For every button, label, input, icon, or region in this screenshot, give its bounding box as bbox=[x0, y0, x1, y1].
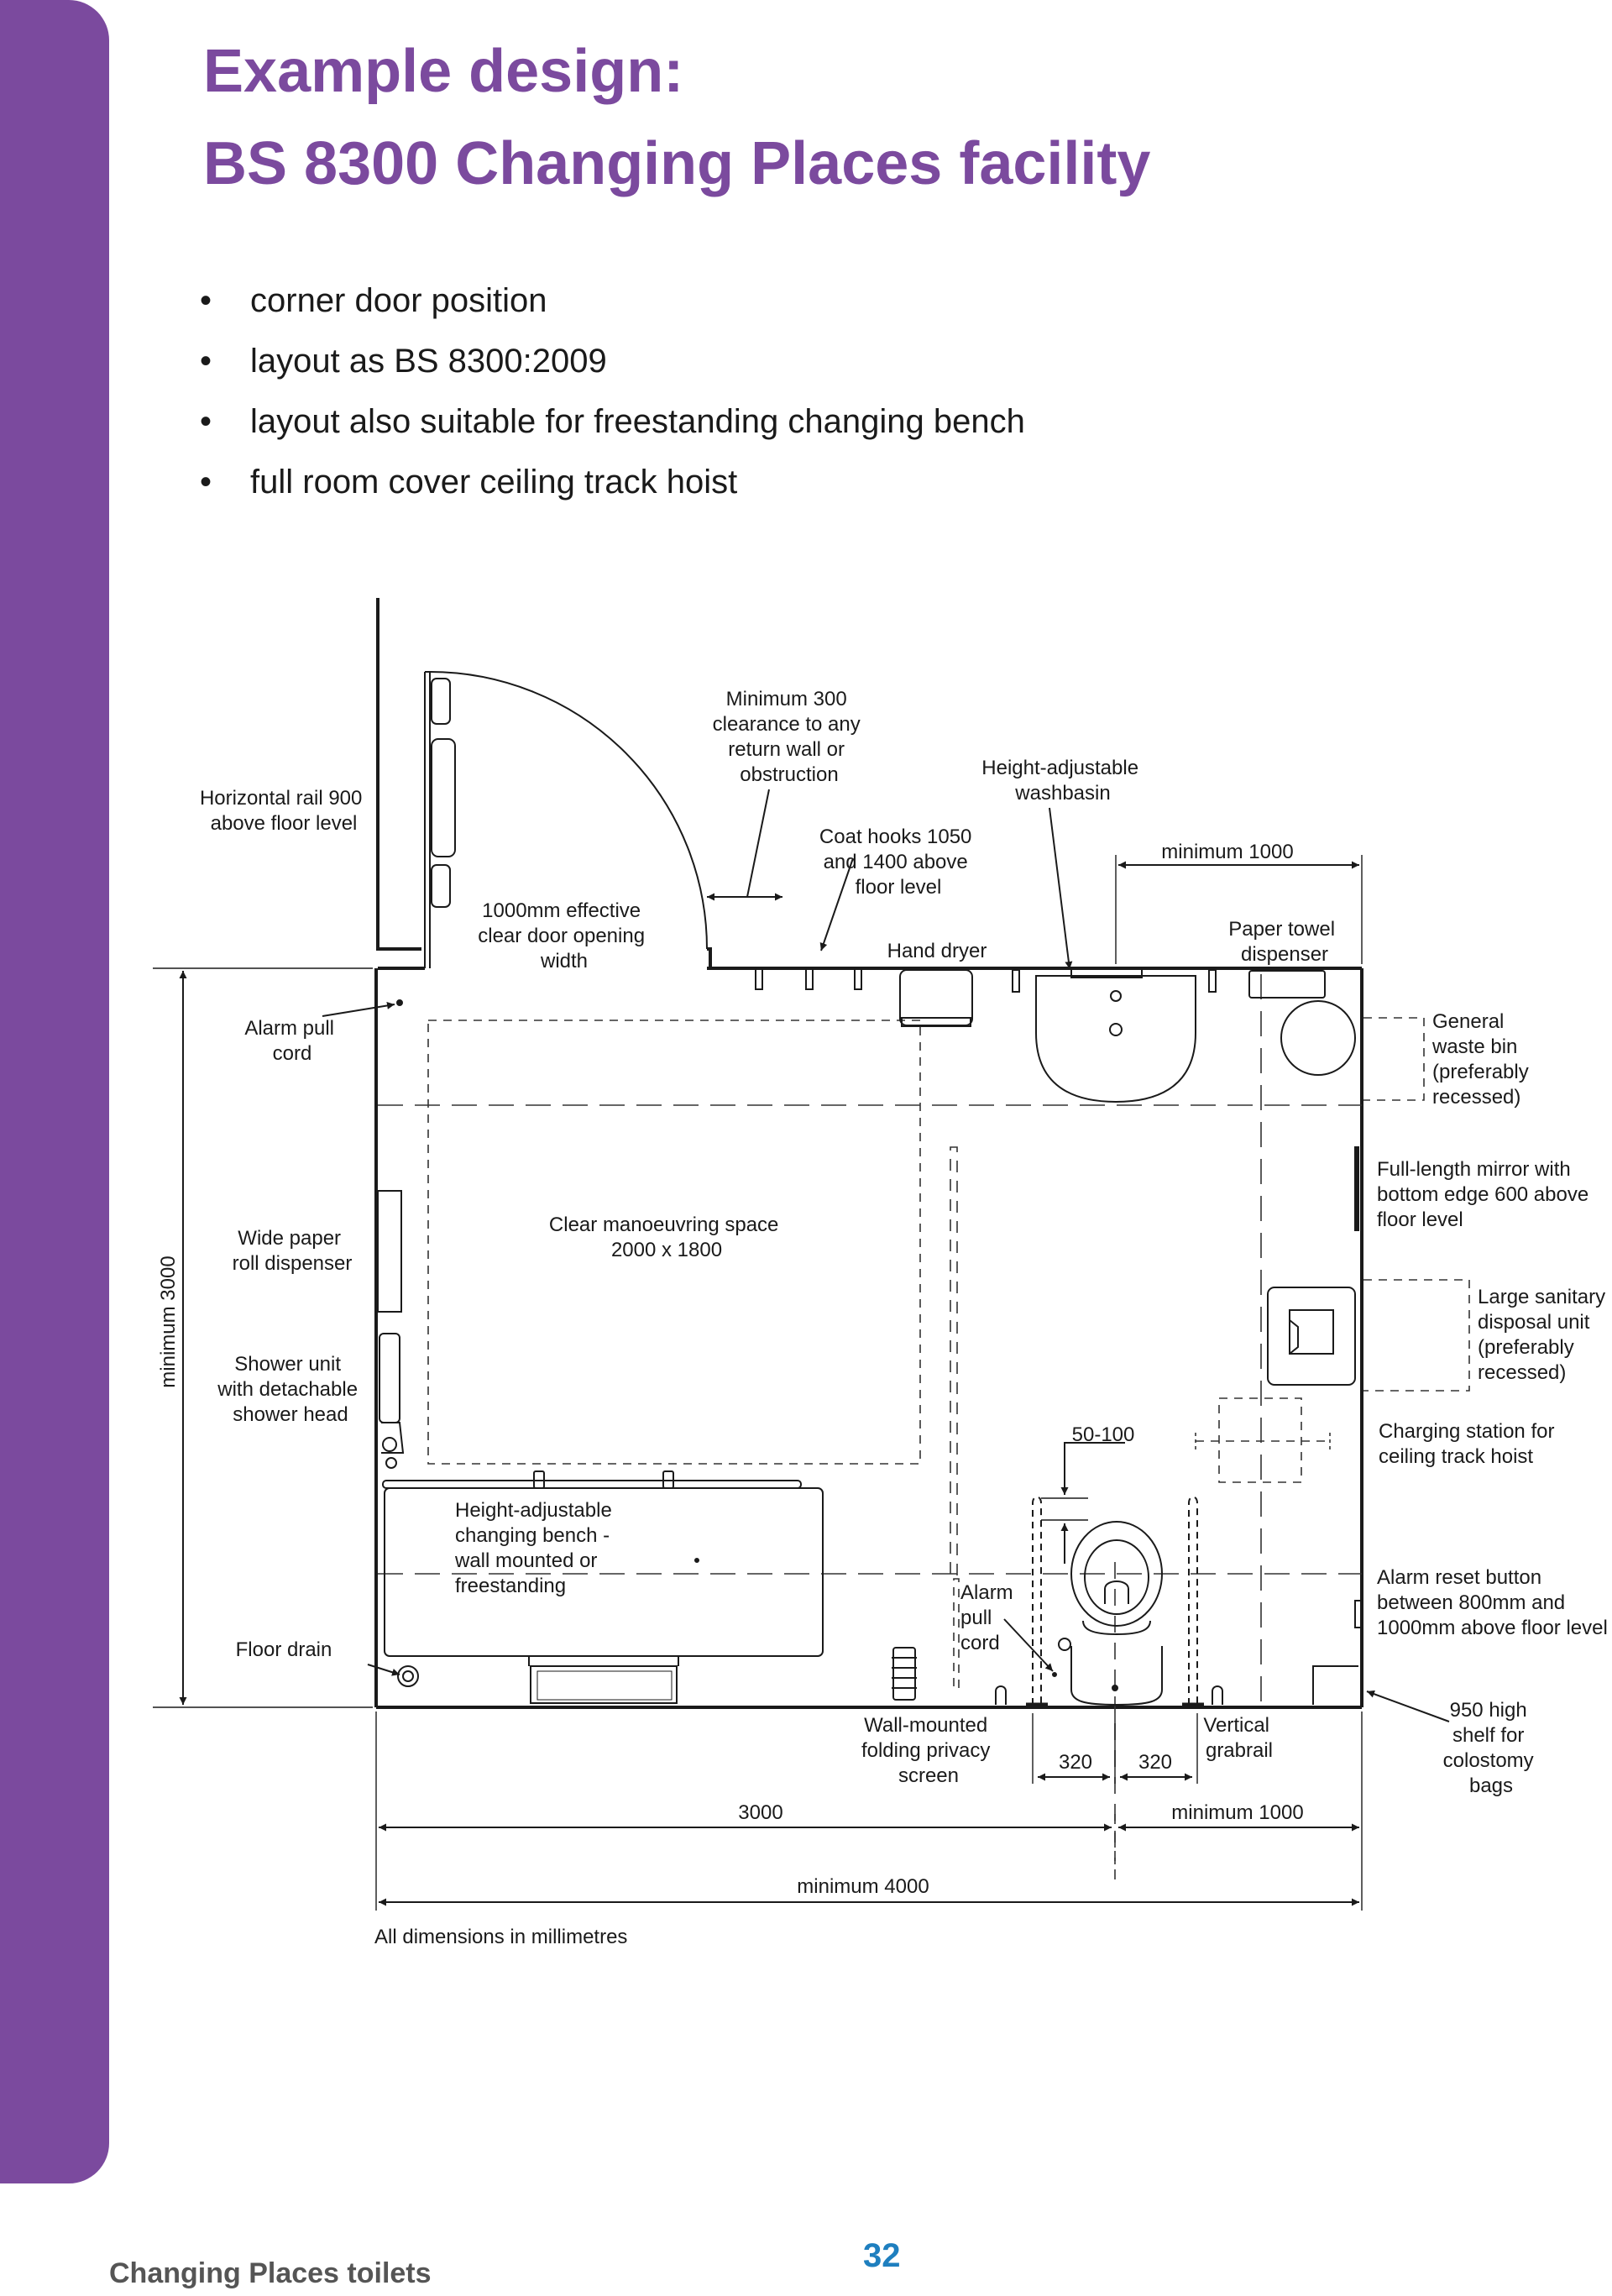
room-walls bbox=[374, 598, 1363, 1709]
dim-minimum-3000: minimum 3000 bbox=[157, 1255, 180, 1387]
feature-item: layout also suitable for freestanding ch… bbox=[200, 398, 1025, 459]
fixtures bbox=[377, 967, 1363, 1707]
label-horizontal-rail: Horizontal rail 900 above floor level bbox=[200, 787, 368, 835]
label-shelf: 950 high shelf for colostomy bags bbox=[1443, 1699, 1540, 1797]
label-min-clearance: Minimum 300 clearance to any return wall… bbox=[713, 688, 866, 786]
feature-item: corner door position bbox=[200, 277, 1025, 338]
label-door-opening: 1000mm effective clear door opening widt… bbox=[478, 899, 650, 972]
label-sanitary-disposal: Large sanitary disposal unit (preferably… bbox=[1478, 1286, 1611, 1384]
dim-minimum-1000-top: minimum 1000 bbox=[1161, 841, 1293, 863]
label-manoeuvring-space: Clear manoeuvring space 2000 x 1800 bbox=[549, 1214, 784, 1261]
label-paper-towel: Paper towel dispenser bbox=[1228, 918, 1340, 966]
label-paper-roll: Wide paper roll dispenser bbox=[233, 1227, 353, 1275]
label-washbasin: Height-adjustable washbasin bbox=[981, 757, 1144, 805]
dim-wc-offset: 50-100 bbox=[1072, 1423, 1135, 1446]
label-coat-hooks: Coat hooks 1050 and 1400 above floor lev… bbox=[819, 826, 977, 899]
dim-grab-right: 320 bbox=[1138, 1751, 1172, 1774]
dim-minimum-4000: minimum 4000 bbox=[797, 1875, 929, 1898]
page-title: Example design: bbox=[203, 38, 684, 105]
dimensions-note: All dimensions in millimetres bbox=[374, 1926, 627, 1948]
page-number: 32 bbox=[863, 2237, 901, 2274]
feature-list: corner door position layout as BS 8300:2… bbox=[200, 277, 1025, 519]
label-mirror: Full-length mirror with bottom edge 600 … bbox=[1377, 1158, 1594, 1231]
label-vertical-grabrail: Vertical grabrail bbox=[1203, 1714, 1274, 1762]
label-floor-drain: Floor drain bbox=[236, 1638, 332, 1661]
label-waste-bin: General waste bin (preferably recessed) bbox=[1431, 1010, 1534, 1109]
dim-grab-left: 320 bbox=[1059, 1751, 1092, 1774]
label-changing-bench: Height-adjustable changing bench - wall … bbox=[454, 1499, 617, 1597]
feature-item: full room cover ceiling track hoist bbox=[200, 459, 1025, 519]
label-alarm-pull-cord-wc: Alarm pull cord bbox=[960, 1581, 1018, 1654]
corner-door bbox=[424, 671, 708, 968]
label-alarm-pull-cord-top: Alarm pull cord bbox=[244, 1017, 339, 1065]
label-privacy-screen: Wall-mounted folding privacy screen bbox=[861, 1714, 996, 1787]
dim-minimum-1000-bottom: minimum 1000 bbox=[1171, 1801, 1303, 1824]
dimension-lines bbox=[153, 789, 1363, 1911]
footer-section-title: Changing Places toilets bbox=[109, 2257, 432, 2289]
page-subtitle: BS 8300 Changing Places facility bbox=[203, 130, 1151, 197]
label-alarm-reset: Alarm reset button between 800mm and 100… bbox=[1377, 1566, 1608, 1639]
plan-labels: Horizontal rail 900 above floor level Mi… bbox=[157, 688, 1611, 1948]
label-hand-dryer: Hand dryer bbox=[887, 940, 987, 962]
label-shower: Shower unit with detachable shower head bbox=[217, 1353, 363, 1426]
label-charging-station: Charging station for ceiling track hoist bbox=[1379, 1420, 1560, 1468]
feature-item: layout as BS 8300:2009 bbox=[200, 338, 1025, 398]
leader-lines bbox=[322, 807, 1450, 1722]
dim-width-3000: 3000 bbox=[738, 1801, 782, 1824]
sidebar-band bbox=[0, 0, 109, 2183]
